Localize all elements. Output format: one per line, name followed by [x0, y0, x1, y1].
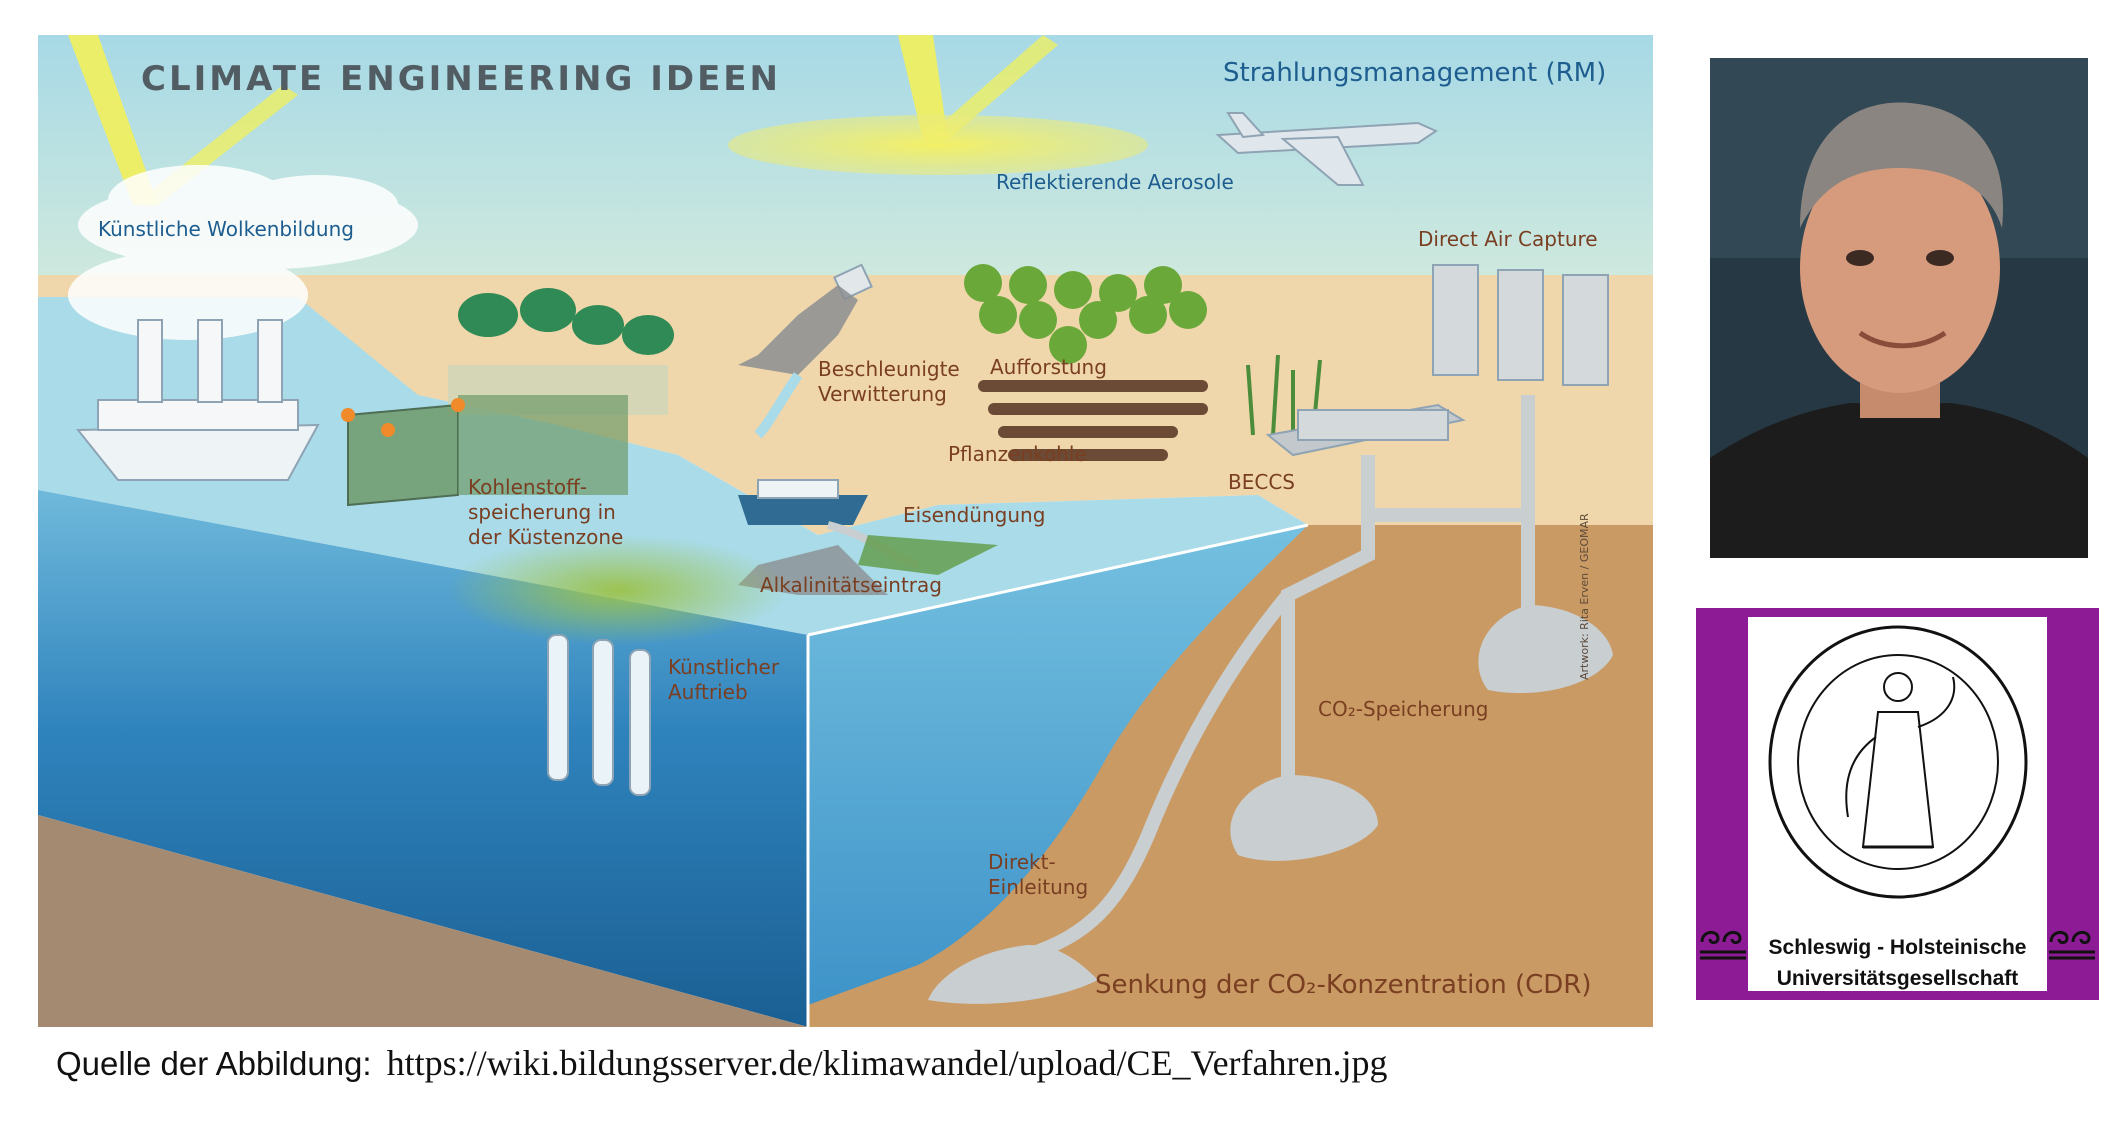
diagram-title: CLIMATE ENGINEERING IDEEN [141, 59, 781, 99]
label-biochar: Pflanzenkohle [948, 442, 1087, 466]
illustration-artwork [38, 35, 1653, 1027]
ocean-surface [38, 297, 1308, 635]
cloud-shape [68, 165, 418, 340]
weathering-gravel-icon [738, 263, 873, 439]
seal-emblem-icon [1768, 625, 2028, 899]
label-upwelling: Künstlicher Auftrieb [668, 655, 780, 704]
label-beccs: BECCS [1228, 470, 1295, 494]
label-clouds: Künstliche Wolkenbildung [98, 217, 354, 241]
source-label: Quelle der Abbildung: [56, 1045, 372, 1082]
university-seal-panel: Schleswig - Holsteinische Universitätsge… [1748, 617, 2047, 991]
aerosol-layer [728, 115, 1148, 175]
afforestation-trees-icon [964, 264, 1207, 364]
land-surface [38, 275, 1653, 535]
portrait-image [1710, 58, 2088, 558]
iron-plume [858, 535, 998, 575]
co2-pipes [1025, 395, 1535, 962]
label-dac: Direct Air Capture [1418, 227, 1598, 251]
co2-reservoirs [928, 605, 1613, 1004]
seal-line-1: Schleswig - Holsteinische [1768, 936, 2027, 959]
seaweed-cage-icon [341, 395, 628, 507]
wave-ornament-left-icon [1700, 931, 1746, 960]
label-co2-storage: CO₂-Speicherung [1318, 697, 1489, 721]
dac-panels-icon [1432, 264, 1609, 386]
climate-engineering-illustration: CLIMATE ENGINEERING IDEEN Strahlungsmana… [38, 35, 1653, 1027]
portrait-photo [1710, 58, 2088, 558]
upwelling-pipes-icon [547, 634, 651, 796]
ocean-side-basin [808, 525, 1308, 1005]
label-afforestation: Aufforstung [990, 355, 1107, 379]
plankton-bloom [448, 535, 788, 645]
cube-edge-top [807, 523, 1309, 637]
sunbeam-center-reflect [923, 35, 1058, 140]
label-weathering: Beschleunigte Verwitterung [818, 357, 960, 406]
source-line: Quelle der Abbildung: https://wiki.bildu… [56, 1042, 1387, 1084]
university-seal-frame: Schleswig - Holsteinische Universitätsge… [1696, 608, 2099, 1000]
artwork-credit: Artwork: Rita Erven / GEOMAR [1578, 513, 1591, 680]
cloud-ship-icon [75, 319, 320, 481]
label-coastal: Kohlenstoff- speicherung in der Küstenzo… [468, 475, 624, 549]
source-url[interactable]: https://wiki.bildungsserver.de/klimawand… [386, 1043, 1388, 1083]
label-alkalinity: Alkalinitätseintrag [760, 573, 942, 597]
sunbeam-left [68, 35, 158, 205]
rm-heading: Strahlungsmanagement (RM) [1223, 58, 1607, 88]
airplane-icon [1215, 112, 1439, 186]
label-iron: Eisendüngung [903, 503, 1046, 527]
biochar-rows-icon [978, 380, 1208, 461]
wave-ornament-right-icon [2049, 931, 2095, 960]
label-aerosols: Reflektierende Aerosole [996, 170, 1234, 194]
label-direct-injection: Direkt- Einleitung [988, 850, 1089, 899]
beccs-plant-icon [1246, 354, 1466, 457]
cdr-heading: Senkung der CO₂-Konzentration (CDR) [1095, 970, 1592, 1000]
seal-line-2: Universitätsgesellschaft [1776, 967, 2019, 990]
sunbeam-center [898, 35, 948, 140]
seafloor-front [38, 815, 808, 1027]
